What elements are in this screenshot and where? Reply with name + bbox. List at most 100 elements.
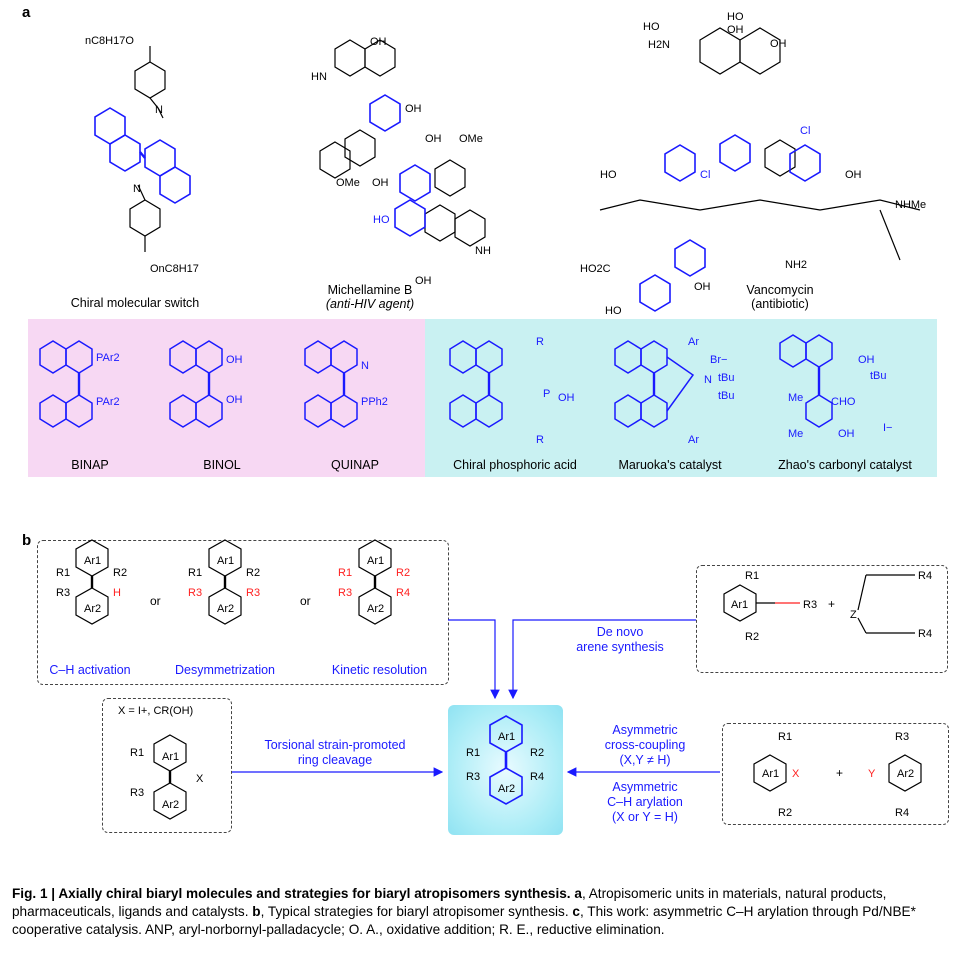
binol-oh-2: OH xyxy=(226,394,243,406)
or-1: or xyxy=(150,594,161,608)
dn-z: Z xyxy=(850,609,857,621)
cross-coupling-line-3: (X,Y ≠ H) xyxy=(619,753,671,767)
dn-plus: + xyxy=(828,597,835,611)
target-ar2: Ar2 xyxy=(498,783,515,795)
n-label-2: N xyxy=(133,183,141,195)
dn-r2: R2 xyxy=(745,631,759,643)
target-r1: R1 xyxy=(466,747,480,759)
caption-b-label: b xyxy=(252,904,261,919)
vancomycin-blue xyxy=(639,134,821,312)
vanco-oh-3: OH xyxy=(845,169,862,181)
vanco-cl-2: Cl xyxy=(700,169,710,181)
kr-ar1: Ar1 xyxy=(367,555,384,567)
torsional-line-1: Torsional strain-promoted xyxy=(264,738,406,752)
ds-r1: R1 xyxy=(188,567,202,579)
molecular-switch-structure xyxy=(129,46,166,252)
ligand-box xyxy=(28,319,425,477)
binol-structure xyxy=(169,340,223,428)
ring-cleavage-biaryl xyxy=(153,734,187,820)
vancomycin-label: Vancomycin xyxy=(746,283,814,297)
michellamine-ome-2: OMe xyxy=(336,177,360,189)
kr-r1: R1 xyxy=(338,567,352,579)
michellamine-oh-3: OH xyxy=(425,133,442,145)
ring-ar1: Ar1 xyxy=(162,751,179,763)
ring-x-def: X = I+, CR(OH) xyxy=(118,705,193,717)
cc-x: X xyxy=(792,768,800,780)
ch-r3: R3 xyxy=(56,587,70,599)
ring-x: X xyxy=(196,773,204,785)
michellamine-oh-4: OH xyxy=(372,177,389,189)
kinetic-resolution-label: Kinetic resolution xyxy=(331,663,428,677)
cpa-r-1: R xyxy=(536,336,544,348)
desymmetrization-label: Desymmetrization xyxy=(174,663,276,677)
biaryl-desymmetrization xyxy=(208,539,242,625)
biaryl-kinetic-resolution xyxy=(358,539,392,625)
ring-r3: R3 xyxy=(130,787,144,799)
binap-sub-2: PAr2 xyxy=(96,396,120,408)
cross-coupling-line-2: cross-coupling xyxy=(604,738,686,752)
cpa-oh: OH xyxy=(558,392,575,404)
figure-caption: Fig. 1 | Axially chiral biaryl molecules… xyxy=(12,885,952,939)
maruoka-bu-1: tBu xyxy=(718,372,735,384)
or-2: or xyxy=(300,594,311,608)
dn-r3: R3 xyxy=(803,599,817,611)
ds-ar2: Ar2 xyxy=(217,603,234,615)
cpa-p: P xyxy=(543,388,550,400)
binol-label: BINOL xyxy=(203,458,241,472)
michellamine-hn: HN xyxy=(311,71,327,83)
cc-r4: R4 xyxy=(895,807,909,819)
ds-ar1: Ar1 xyxy=(217,555,234,567)
quinap-structure xyxy=(304,340,358,428)
dn-r1: R1 xyxy=(745,570,759,582)
ch-r1: R1 xyxy=(56,567,70,579)
maruoka-bu-2: tBu xyxy=(718,390,735,402)
ch-r2: R2 xyxy=(113,567,127,579)
caption-lead: Fig. 1 | Axially chiral biaryl molecules… xyxy=(12,886,571,901)
caption-c-label: c xyxy=(572,904,580,919)
biaryl-ch-activation xyxy=(75,539,109,625)
target-ar1: Ar1 xyxy=(498,731,515,743)
caption-b-text: , Typical strategies for biaryl atropiso… xyxy=(260,904,569,919)
zhao-oh-2: OH xyxy=(838,428,855,440)
vanco-ho2c: HO2C xyxy=(580,263,611,275)
vanco-oh-4: OH xyxy=(694,281,711,293)
michellamine-blue-core xyxy=(369,94,431,237)
ch-activation-label: C–H activation xyxy=(49,663,131,677)
vanco-ho-2: HO xyxy=(727,11,744,23)
catalyst-box xyxy=(425,319,937,477)
zhao-oh: OH xyxy=(858,354,875,366)
phosphoric-acid-structure xyxy=(449,340,503,428)
ligand-catalyst-structures: PAr2 PAr2 OH OH N PPh2 R P OH R Ar Br− N… xyxy=(39,334,892,446)
coupling-partner-1 xyxy=(753,754,922,792)
target-r4: R4 xyxy=(530,771,544,783)
denovo-line-2: arene synthesis xyxy=(576,640,664,654)
strategy-box-ring xyxy=(102,698,232,833)
maruoka-ar-2: Ar xyxy=(688,434,699,446)
vancomycin-structure xyxy=(599,27,921,261)
maruoka-ar-1: Ar xyxy=(688,336,699,348)
cc-r1: R1 xyxy=(778,731,792,743)
zhao-me-1: Me xyxy=(788,392,803,404)
caption-c-text: , This work: asymmetric C–H arylation th… xyxy=(12,904,916,937)
strategy-box-coupling xyxy=(722,723,949,825)
vanco-h2n: H2N xyxy=(648,39,670,51)
ch-h: H xyxy=(113,587,121,599)
binap-label: BINAP xyxy=(71,458,109,472)
vanco-ho-4: HO xyxy=(605,305,622,317)
kr-r2: R2 xyxy=(396,567,410,579)
cc-ar2: Ar2 xyxy=(897,768,914,780)
michellamine-oh-2: OH xyxy=(405,103,422,115)
molecular-switch-label: Chiral molecular switch xyxy=(70,296,200,310)
cc-plus: + xyxy=(836,766,843,780)
target-r2: R2 xyxy=(530,747,544,759)
zhao-cho: CHO xyxy=(831,396,856,408)
cpa-r-2: R xyxy=(536,434,544,446)
quinap-n: N xyxy=(361,360,369,372)
michellamine-sub: (anti-HIV agent) xyxy=(325,297,415,311)
michellamine-structure xyxy=(319,39,486,247)
michellamine-ho: HO xyxy=(373,214,390,226)
binap-sub-1: PAr2 xyxy=(96,352,120,364)
strategy-box-denovo xyxy=(696,565,948,673)
zhao-me-2: Me xyxy=(788,428,803,440)
denovo-alkyne xyxy=(723,574,915,634)
